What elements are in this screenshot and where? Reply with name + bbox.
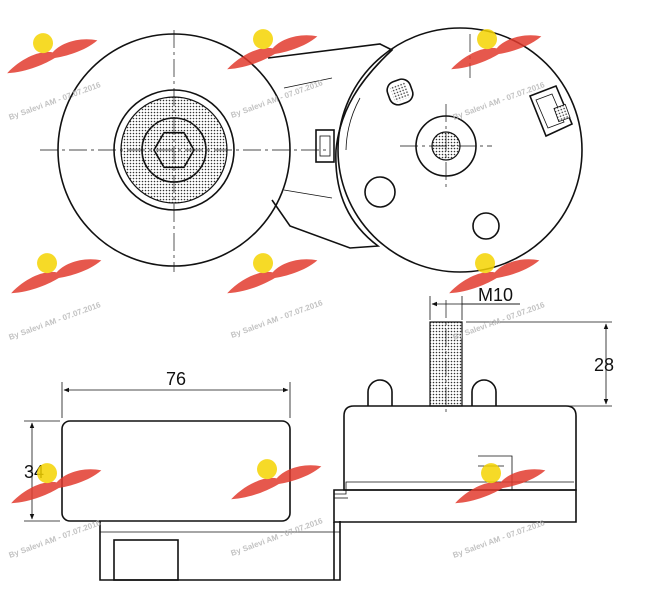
arm-tab	[315, 129, 335, 163]
tensioner-side-body	[343, 405, 577, 491]
pulley-side-view: 76 34	[24, 369, 341, 581]
watermark-text-6: By Salevi AM - 07.07.2016	[452, 300, 547, 342]
tensioner-arm	[267, 43, 394, 249]
watermark-logo-1	[7, 33, 98, 74]
dim-28-label: 28	[594, 355, 614, 375]
watermark-logo-3	[451, 29, 542, 70]
tensioner-housing	[337, 27, 583, 273]
pulley-side-hub	[113, 539, 179, 581]
watermark-text-9: By Salevi AM - 07.07.2016	[452, 518, 547, 560]
dim-76-label: 76	[166, 369, 186, 389]
watermark-logo-2	[227, 29, 318, 70]
watermark-logo-4	[11, 253, 102, 294]
watermark-logo-7	[11, 463, 102, 504]
locating-lug	[528, 84, 574, 138]
mount-hole-lower	[364, 176, 396, 208]
watermarks: By Salevi AM - 07.07.2016 By Salevi AM -…	[7, 29, 547, 560]
watermark-logo-6	[449, 253, 540, 294]
guide-slot	[386, 78, 414, 106]
watermark-text-2: By Salevi AM - 07.07.2016	[230, 78, 325, 120]
watermark-text-5: By Salevi AM - 07.07.2016	[230, 298, 325, 340]
dim-m10-label: M10	[478, 285, 513, 305]
hex-socket	[153, 131, 195, 169]
mount-hole-right	[472, 212, 500, 240]
watermark-text-1: By Salevi AM - 07.07.2016	[8, 80, 103, 122]
tensioner-side-view: M10 28	[333, 285, 614, 580]
watermark-logo-8	[231, 459, 322, 500]
watermark-text-4: By Salevi AM - 07.07.2016	[8, 300, 103, 342]
watermark-text-8: By Salevi AM - 07.07.2016	[230, 516, 325, 558]
watermark-logo-9	[455, 463, 546, 504]
top-view	[40, 27, 583, 273]
watermark-logo-5	[227, 253, 318, 294]
watermark-text-7: By Salevi AM - 07.07.2016	[8, 518, 103, 560]
